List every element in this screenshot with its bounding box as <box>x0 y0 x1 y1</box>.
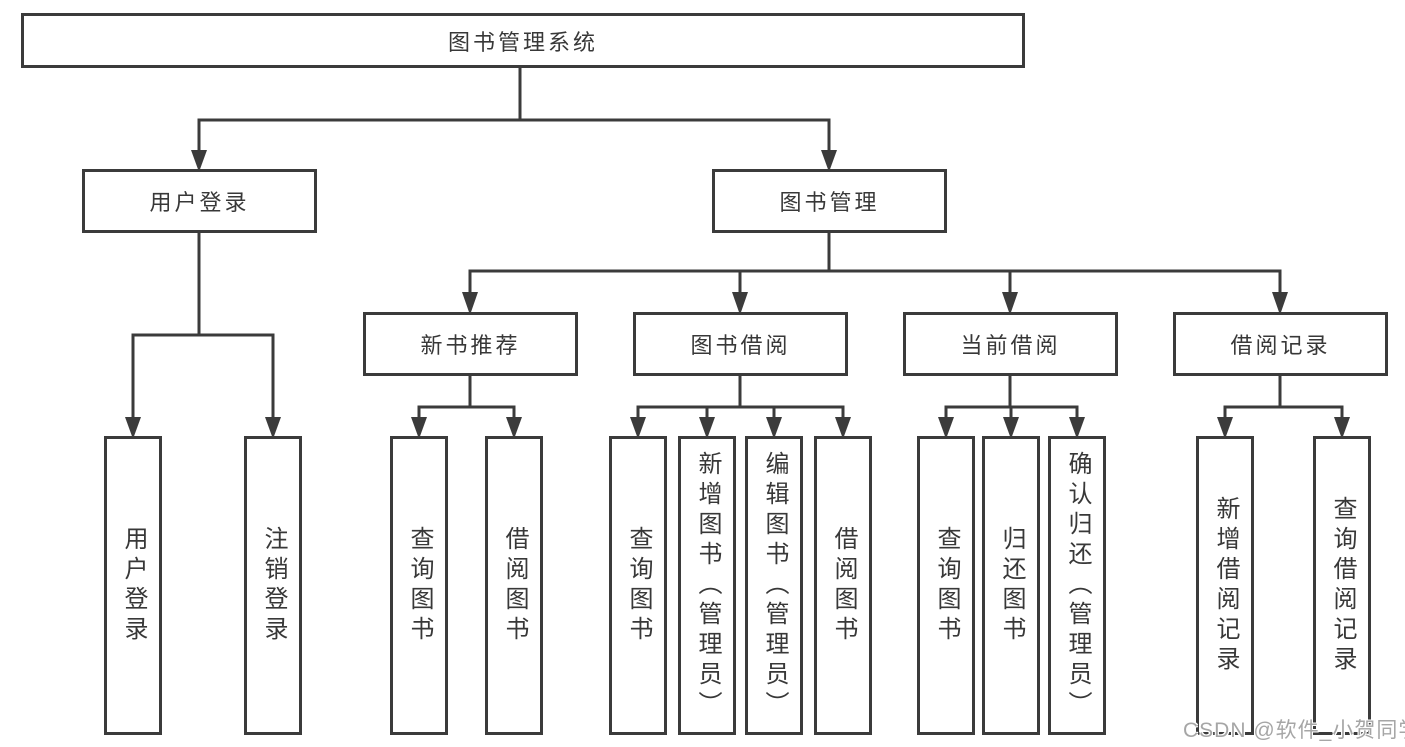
leaf-query-books-current: 查询图书 <box>917 436 975 735</box>
leaf-borrow-books: 借阅图书 <box>814 436 872 735</box>
node-label: 新书推荐 <box>420 333 521 358</box>
node-label: 借阅记录 <box>1230 333 1331 358</box>
node-library-management-system: 图书管理系统 <box>21 13 1025 68</box>
leaf-label: 注销登录 <box>260 525 287 646</box>
node-user-login: 用户登录 <box>82 169 317 233</box>
connector-book-management-to-level3 <box>468 233 1282 294</box>
node-label: 用户登录 <box>149 190 250 215</box>
node-book-borrow: 图书借阅 <box>633 312 848 376</box>
node-current-borrow: 当前借阅 <box>903 312 1118 376</box>
node-borrow-records: 借阅记录 <box>1173 312 1388 376</box>
leaf-label: 新增借阅记录 <box>1212 495 1239 676</box>
leaf-borrow-books-recommend: 借阅图书 <box>485 436 543 735</box>
leaf-confirm-return-admin: 确认归还（管理员） <box>1048 436 1106 735</box>
leaf-edit-books-admin: 编辑图书（管理员） <box>745 436 803 735</box>
connector-new-book-to-leaves <box>417 376 516 418</box>
leaf-label: 查询图书 <box>933 525 960 646</box>
node-label: 图书管理系统 <box>447 29 598 55</box>
leaf-label: 借阅图书 <box>830 525 857 646</box>
connector-borrow-records-to-leaves <box>1223 376 1344 418</box>
leaf-logout: 注销登录 <box>244 436 302 735</box>
arrowheads-new-book-leaves <box>411 417 522 439</box>
leaf-label: 借阅图书 <box>501 525 528 646</box>
arrowheads-current-borrow-leaves <box>938 417 1085 439</box>
leaf-query-books-recommend: 查询图书 <box>390 436 448 735</box>
leaf-add-books-admin: 新增图书（管理员） <box>678 436 736 735</box>
arrowheads-level3 <box>462 292 1288 315</box>
connector-book-borrow-to-leaves <box>636 376 845 418</box>
leaf-add-borrow-record: 新增借阅记录 <box>1196 436 1254 735</box>
leaf-return-books: 归还图书 <box>982 436 1040 735</box>
leaf-label: 查询借阅记录 <box>1329 495 1356 676</box>
leaf-label: 新增图书（管理员） <box>694 450 721 721</box>
leaf-label: 查询图书 <box>406 525 433 646</box>
leaf-label: 用户登录 <box>120 525 147 646</box>
node-label: 当前借阅 <box>960 333 1061 358</box>
connector-current-borrow-to-leaves <box>944 376 1079 418</box>
leaf-label: 查询图书 <box>625 525 652 646</box>
connector-user-login-to-leaves <box>131 233 275 418</box>
node-label: 图书管理 <box>779 190 880 215</box>
arrowheads-book-borrow-leaves <box>630 417 851 439</box>
node-label: 图书借阅 <box>690 333 791 358</box>
leaf-user-login: 用户登录 <box>104 436 162 735</box>
arrowheads-level2 <box>191 150 837 172</box>
node-new-book-recommend: 新书推荐 <box>363 312 578 376</box>
leaf-label: 确认归还（管理员） <box>1064 450 1091 721</box>
node-book-management: 图书管理 <box>712 169 947 233</box>
connector-root-to-level2 <box>197 68 831 152</box>
leaf-query-borrow-record: 查询借阅记录 <box>1313 436 1371 735</box>
csdn-watermark: CSDN @软件_小贺同学 <box>1183 719 1405 742</box>
leaf-query-books-borrow: 查询图书 <box>609 436 667 735</box>
leaf-label: 编辑图书（管理员） <box>761 450 788 721</box>
arrowheads-borrow-records-leaves <box>1217 417 1350 439</box>
arrowheads-user-login-leaves <box>125 417 281 439</box>
leaf-label: 归还图书 <box>998 525 1025 646</box>
